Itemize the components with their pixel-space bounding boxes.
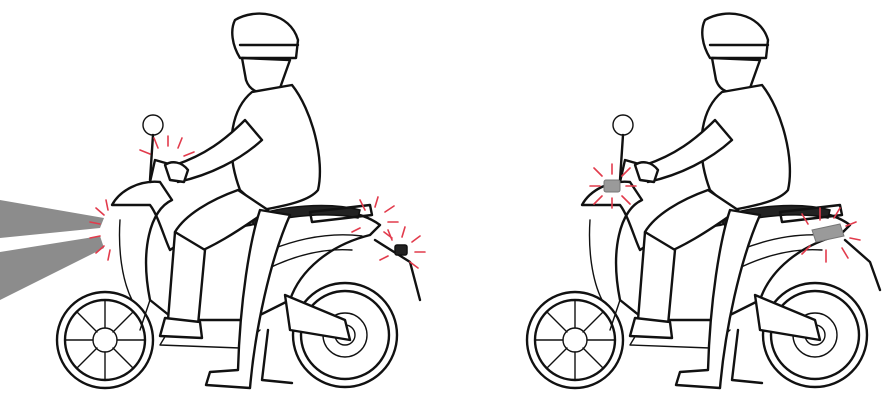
scooter-drawing-left: [0, 0, 440, 395]
front-wheel: [57, 292, 153, 388]
headlight-beam-lower: [0, 236, 104, 300]
scooter-figure-right: [440, 0, 888, 395]
scooter-drawing-right: [440, 0, 888, 395]
scooter-figure-left: [0, 0, 440, 395]
flash-front-indicator: [140, 136, 194, 156]
front-wheel: [527, 292, 623, 388]
headlight-beam-upper: [0, 200, 104, 238]
